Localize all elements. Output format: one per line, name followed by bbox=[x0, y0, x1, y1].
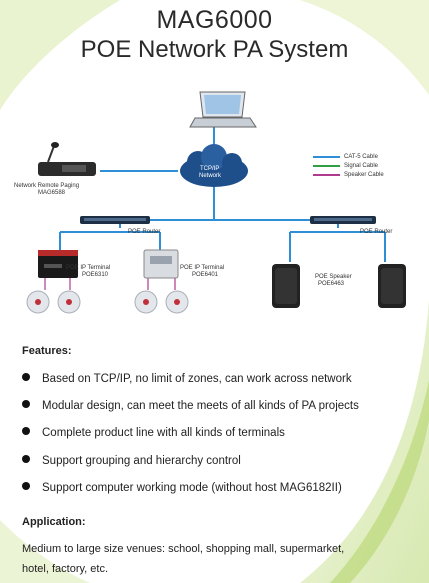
speaker-label-2: POE6463 bbox=[318, 281, 345, 287]
terminal-poe6401-icon bbox=[143, 249, 179, 279]
terminal2-label-1: POE IP Terminal bbox=[180, 265, 225, 271]
title-line-1: MAG6000 bbox=[156, 6, 273, 34]
router-right-icon bbox=[310, 216, 376, 224]
feature-item: Modular design, can meet the meets of al… bbox=[22, 400, 359, 412]
speaker-label-1: POE Speaker bbox=[315, 274, 352, 280]
router-right-label: POE Router bbox=[360, 229, 393, 235]
legend-speaker-label: Speaker Cable bbox=[344, 172, 384, 178]
title-line-2: POE Network PA System bbox=[80, 36, 349, 63]
network-diagram bbox=[26, 91, 406, 314]
poe-speaker-icons bbox=[272, 264, 406, 308]
terminal1-label-2: POE6310 bbox=[82, 272, 109, 278]
application-heading: Application: bbox=[22, 516, 86, 528]
feature-item: Support grouping and hierarchy control bbox=[22, 455, 241, 467]
feature-item: Complete product line with all kinds of … bbox=[22, 427, 285, 439]
application-text-line-2: hotel, factory, etc. bbox=[22, 563, 109, 575]
feature-item: Based on TCP/IP, no limit of zones, can … bbox=[22, 373, 352, 385]
terminal1-label-1: POE IP Terminal bbox=[66, 265, 111, 271]
paging-console-icon bbox=[38, 142, 96, 176]
bullet-icon bbox=[22, 455, 30, 463]
router-left-icon bbox=[80, 216, 150, 224]
cloud-label-1: TCP/IP bbox=[200, 166, 220, 172]
legend-cat5-label: CAT-5 Cable bbox=[344, 154, 378, 160]
speaker-cables bbox=[44, 278, 176, 290]
terminal2-label-2: POE6401 bbox=[192, 272, 219, 278]
feature-item: Support computer working mode (without h… bbox=[22, 482, 342, 494]
router-left-label: POE Router bbox=[128, 229, 161, 235]
cloud-label-2: Network bbox=[199, 173, 222, 179]
legend-signal-label: Signal Cable bbox=[344, 163, 379, 169]
cloud-icon bbox=[180, 144, 248, 187]
bullet-icon bbox=[22, 427, 30, 435]
bullet-icon bbox=[22, 400, 30, 408]
bullet-icon bbox=[22, 373, 30, 381]
ceiling-speaker-icons bbox=[26, 290, 189, 314]
bullet-icon bbox=[22, 482, 30, 490]
terminal-poe6310-icon bbox=[38, 250, 78, 278]
features-heading: Features: bbox=[22, 345, 72, 357]
paging-label-2: MAG6588 bbox=[38, 190, 66, 196]
paging-label-1: Network Remote Paging bbox=[14, 183, 80, 189]
cat5-cables bbox=[59, 120, 386, 262]
laptop-icon bbox=[189, 91, 257, 128]
application-text-line-1: Medium to large size venues: school, sho… bbox=[22, 543, 345, 555]
